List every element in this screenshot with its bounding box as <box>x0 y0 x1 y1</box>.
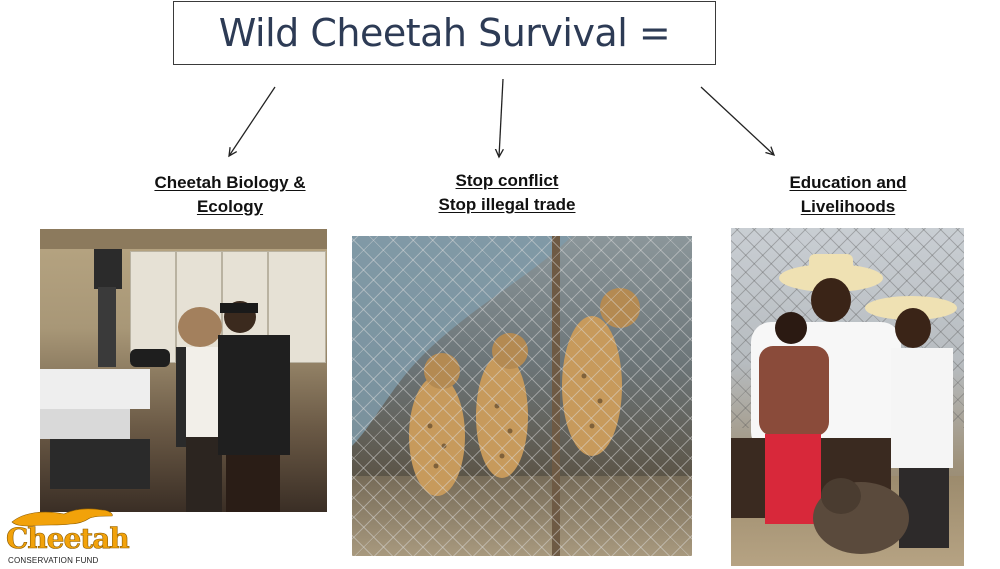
arrow-conflict <box>499 78 503 157</box>
label-education-line2: Livelihoods <box>800 197 896 216</box>
label-education: Education and Livelihoods <box>748 171 948 219</box>
photo-laboratory <box>40 229 327 512</box>
label-conflict: Stop conflict Stop illegal trade <box>407 169 607 217</box>
photo-cheetahs <box>352 236 692 556</box>
label-biology-line1: Cheetah Biology & <box>154 173 306 192</box>
label-education-line1: Education and <box>789 173 907 192</box>
label-biology: Cheetah Biology & Ecology <box>130 171 330 219</box>
diagram-title: Wild Cheetah Survival = <box>218 11 671 55</box>
cheetah-conservation-fund-logo: Cheetah CONSERVATION FUND <box>4 504 130 566</box>
photo-family <box>731 228 964 566</box>
logo-subtitle: CONSERVATION FUND <box>8 556 99 565</box>
arrow-education <box>700 86 774 155</box>
label-biology-line2: Ecology <box>196 197 264 216</box>
title-box: Wild Cheetah Survival = <box>173 1 716 65</box>
label-conflict-line2: Stop illegal trade <box>438 195 576 214</box>
logo-wordmark: Cheetah <box>6 522 130 556</box>
running-cheetah-icon <box>11 508 113 527</box>
arrow-biology <box>229 86 276 156</box>
label-conflict-line1: Stop conflict <box>455 171 559 190</box>
